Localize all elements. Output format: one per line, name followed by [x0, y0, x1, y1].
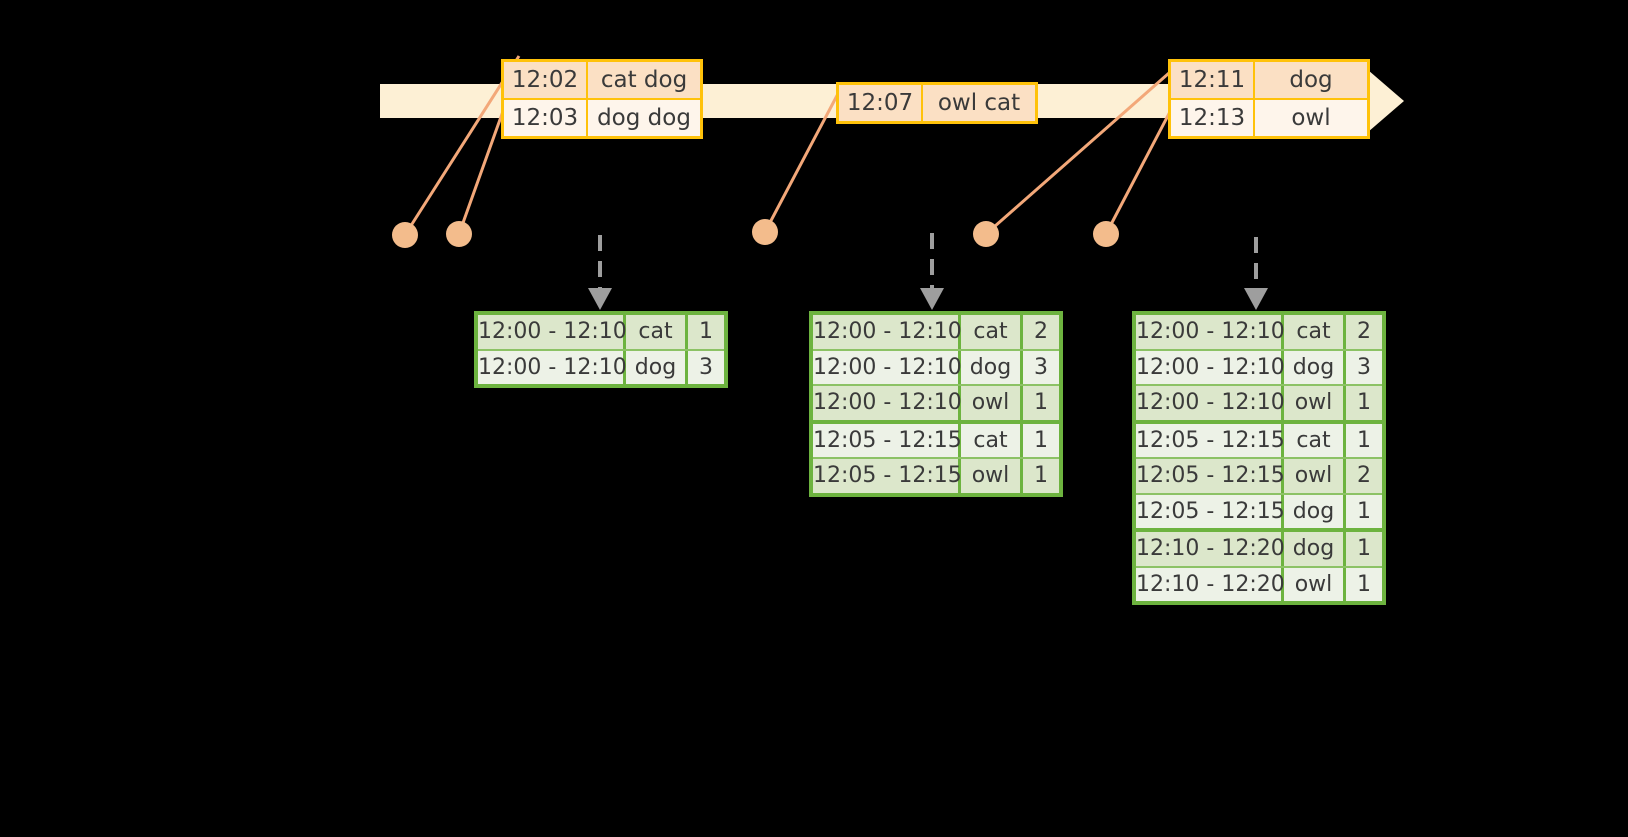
window-cell: 12:05 - 12:15 [1136, 459, 1285, 493]
event-group-3[interactable]: 12:11 dog 12:13 owl [1168, 59, 1370, 139]
dashed-arrow-1 [588, 235, 612, 310]
event-group-2[interactable]: 12:07 owl cat [836, 82, 1038, 124]
event-group-1[interactable]: 12:02 cat dog 12:03 dog dog [501, 59, 703, 139]
event-row[interactable]: 12:02 cat dog [504, 62, 700, 98]
word-cell: owl [961, 459, 1023, 493]
event-words: owl cat [923, 85, 1035, 121]
count-cell: 1 [1346, 532, 1382, 566]
window-cell: 12:00 - 12:10 [813, 350, 962, 384]
connector-line-4 [985, 64, 1178, 236]
dashed-arrow-3 [1244, 237, 1268, 310]
event-words: dog dog [588, 100, 700, 136]
event-time: 12:11 [1171, 62, 1255, 98]
window-cell: 12:00 - 12:10 [478, 315, 627, 349]
window-cell: 12:00 - 12:10 [813, 386, 962, 420]
word-cell: owl [1284, 459, 1346, 493]
event-words: owl [1255, 100, 1367, 136]
event-dot-1 [392, 222, 418, 248]
window-cell: 12:00 - 12:10 [1136, 386, 1285, 420]
count-cell: 3 [1023, 350, 1059, 384]
connector-line-5 [1104, 105, 1175, 235]
count-cell: 1 [1023, 423, 1059, 457]
event-words: dog [1255, 62, 1367, 98]
word-cell: dog [1284, 494, 1346, 528]
window-cell: 12:00 - 12:10 [813, 315, 962, 349]
word-cell: dog [961, 350, 1023, 384]
word-cell: owl [961, 386, 1023, 420]
dashed-arrows [588, 233, 1268, 310]
count-cell: 1 [1346, 567, 1382, 601]
window-cell: 12:05 - 12:15 [1136, 423, 1285, 457]
event-dot-4 [973, 221, 999, 247]
word-cell: dog [1284, 350, 1346, 384]
event-row[interactable]: 12:03 dog dog [504, 98, 700, 136]
word-cell: cat [1284, 423, 1346, 457]
window-cell: 12:05 - 12:15 [813, 459, 962, 493]
window-cell: 12:00 - 12:10 [478, 350, 627, 384]
event-dot-3 [752, 219, 778, 245]
window-cell: 12:10 - 12:20 [1136, 567, 1285, 601]
window-cell: 12:05 - 12:15 [813, 423, 962, 457]
connector-lines [403, 55, 1178, 236]
count-cell: 2 [1346, 459, 1382, 493]
connector-line-3 [763, 87, 843, 233]
event-dot-5 [1093, 221, 1119, 247]
event-time: 12:07 [839, 85, 923, 121]
event-time: 12:02 [504, 62, 588, 98]
word-cell: dog [1284, 532, 1346, 566]
word-cell: owl [1284, 386, 1346, 420]
count-cell: 2 [1346, 315, 1382, 349]
count-cell: 1 [1023, 459, 1059, 493]
word-cell: cat [961, 315, 1023, 349]
event-dots [392, 219, 1119, 248]
event-time: 12:13 [1171, 100, 1255, 136]
window-cell: 12:00 - 12:10 [1136, 315, 1285, 349]
count-cell: 1 [1346, 386, 1382, 420]
connector-line-2 [457, 99, 509, 235]
window-cell: 12:10 - 12:20 [1136, 532, 1285, 566]
window-cell: 12:00 - 12:10 [1136, 350, 1285, 384]
event-time: 12:03 [504, 100, 588, 136]
event-row[interactable]: 12:11 dog [1171, 62, 1367, 98]
window-cell: 12:05 - 12:15 [1136, 494, 1285, 528]
count-cell: 1 [688, 315, 724, 349]
word-cell: cat [626, 315, 688, 349]
word-cell: cat [1284, 315, 1346, 349]
event-row[interactable]: 12:13 owl [1171, 98, 1367, 136]
count-cell: 1 [1346, 494, 1382, 528]
dashed-arrow-2 [920, 233, 944, 310]
word-cell: dog [626, 350, 688, 384]
event-dot-2 [446, 221, 472, 247]
event-row[interactable]: 12:07 owl cat [839, 85, 1035, 121]
event-words: cat dog [588, 62, 700, 98]
word-cell: owl [1284, 567, 1346, 601]
count-cell: 1 [1023, 386, 1059, 420]
count-cell: 1 [1346, 423, 1382, 457]
count-cell: 3 [688, 350, 724, 384]
count-cell: 3 [1346, 350, 1382, 384]
connector-line-1 [403, 55, 521, 236]
count-cell: 2 [1023, 315, 1059, 349]
word-cell: cat [961, 423, 1023, 457]
